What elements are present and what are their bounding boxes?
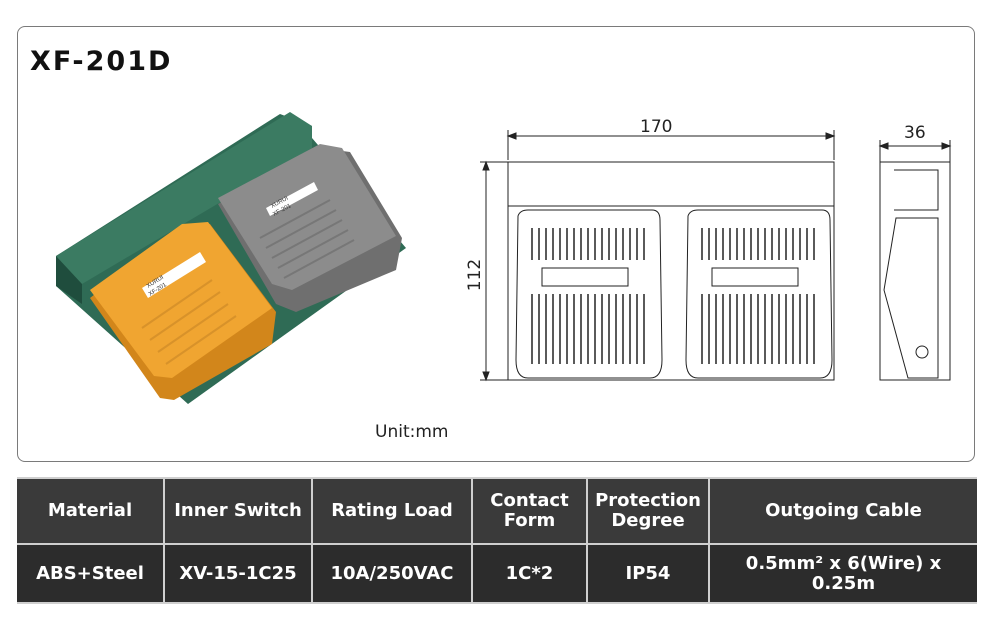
value-inner-switch: XV-15-1C25 [163, 543, 313, 604]
depth-dimension-text: 36 [904, 123, 926, 143]
value-contact-form: 1C*2 [471, 543, 588, 604]
width-dimension-text: 170 [640, 117, 672, 137]
right-label-window [711, 267, 799, 287]
value-outgoing-cable: 0.5mm² x 6(Wire) x 0.25m [708, 543, 977, 604]
spec-value-row: ABS+Steel XV-15-1C25 10A/250VAC 1C*2 IP5… [17, 543, 977, 604]
product-photo: XURUI XF-201 XURUI XF-201 [56, 112, 406, 404]
spec-header-row: Material Inner Switch Rating Load Contac… [17, 477, 977, 545]
front-view-top [507, 161, 835, 207]
header-material: Material [17, 477, 165, 545]
spec-table: Material Inner Switch Rating Load Contac… [17, 477, 977, 604]
base-back-wall [56, 112, 312, 286]
yellow-pedal: XURUI XF-201 [90, 222, 276, 400]
value-material: ABS+Steel [17, 543, 165, 604]
product-title: XF-201D [30, 46, 173, 77]
front-view-body [507, 205, 835, 381]
side-view [878, 140, 952, 381]
header-outgoing-cable: Outgoing Cable [708, 477, 977, 545]
header-contact-form: Contact Form [471, 477, 588, 545]
product-panel [17, 26, 975, 462]
grey-pedal: XURUI XF-201 [218, 144, 402, 312]
header-rating-load: Rating Load [311, 477, 473, 545]
left-label-window [541, 267, 629, 287]
height-dimension-text: 112 [465, 259, 485, 291]
unit-label: Unit:mm [375, 422, 449, 442]
front-view-right-pedal [685, 209, 833, 379]
yellow-pedal-label [142, 252, 206, 298]
technical-drawing: 170 112 36 [465, 117, 952, 382]
base-side [56, 256, 82, 304]
header-protection-degree: Protection Degree [586, 477, 710, 545]
grey-pedal-label [266, 182, 318, 216]
front-view-left-pedal [515, 209, 663, 379]
value-protection-degree: IP54 [586, 543, 710, 604]
value-rating-load: 10A/250VAC [311, 543, 473, 604]
header-inner-switch: Inner Switch [163, 477, 313, 545]
